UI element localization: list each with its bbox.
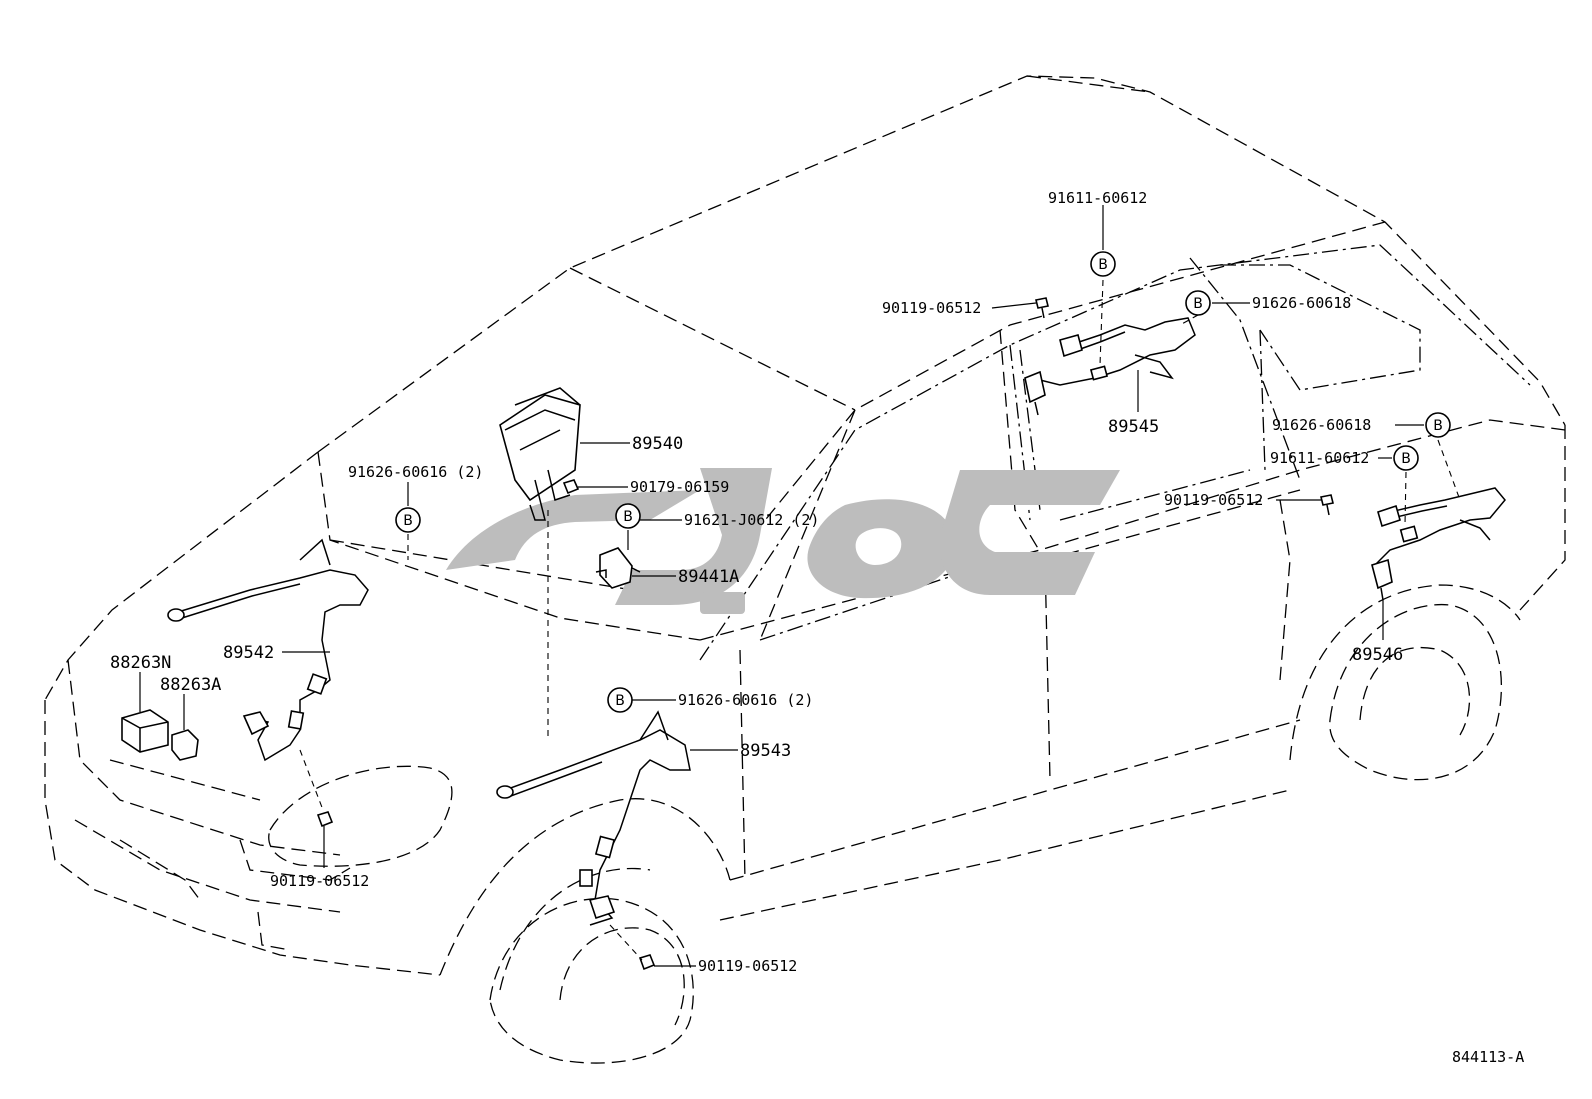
label-91611-60612-right: 91611-60612 — [1270, 449, 1369, 467]
b-marker-right-upper: B — [1425, 412, 1451, 438]
bolt-front-icon — [316, 811, 334, 828]
label-91626-60618-top: 91626-60618 — [1252, 294, 1351, 312]
drawing-number: 844113-A — [1452, 1048, 1524, 1066]
bolts — [316, 297, 1334, 971]
label-89545: 89545 — [1108, 417, 1159, 437]
b-marker-right-lower: B — [1393, 445, 1419, 471]
label-90119-06512-rear-top: 90119-06512 — [882, 299, 981, 317]
label-91611-60612-top: 91611-60612 — [1048, 189, 1147, 207]
bolt-rear-top-icon — [1035, 297, 1049, 309]
svg-text:B: B — [623, 509, 633, 525]
svg-text:B: B — [1401, 451, 1411, 467]
label-89546: 89546 — [1352, 645, 1403, 665]
yaw-sensor-89441a — [595, 547, 641, 589]
harness-89543 — [496, 710, 691, 926]
label-90119-06512-right: 90119-06512 — [1164, 491, 1263, 509]
label-90179-06159: 90179-06159 — [630, 478, 729, 496]
svg-text:B: B — [1098, 257, 1108, 273]
bolt-wheel-icon — [638, 954, 656, 971]
b-markers: B B B B B B B — [395, 251, 1451, 713]
label-89543: 89543 — [740, 741, 791, 761]
label-88263n: 88263N — [110, 653, 171, 673]
label-91626-60616-mid: 91626-60616 (2) — [678, 691, 813, 709]
b-marker-top-left: B — [395, 507, 421, 533]
b-marker-rear-top-right: B — [1185, 290, 1211, 316]
harness-89542 — [167, 538, 369, 762]
label-89540: 89540 — [632, 434, 683, 454]
label-91626-60616-top: 91626-60616 (2) — [348, 463, 483, 481]
svg-text:B: B — [403, 513, 413, 529]
b-marker-mid: B — [607, 687, 633, 713]
label-91621-j0612: 91621-J0612 (2) — [684, 511, 819, 529]
label-90119-06512-front: 90119-06512 — [270, 872, 369, 890]
label-89441a: 89441A — [678, 567, 739, 587]
svg-text:B: B — [615, 693, 625, 709]
leader-lines — [139, 205, 1461, 967]
b-marker-center: B — [615, 503, 641, 529]
svg-text:B: B — [1433, 418, 1443, 434]
bolt-rear-right-icon — [1320, 494, 1334, 506]
harness-89546 — [1371, 487, 1506, 601]
svg-text:B: B — [1193, 296, 1203, 312]
ecu-89540 — [499, 387, 581, 521]
label-89542: 89542 — [223, 643, 274, 663]
bolt-90179-icon — [562, 479, 580, 495]
watermark — [446, 468, 1120, 614]
harness-89545 — [1024, 317, 1196, 416]
label-88263a: 88263A — [160, 675, 221, 695]
part-labels: 89540 90179-06159 91621-J0612 (2) 89441A… — [110, 189, 1524, 1066]
label-91626-60618-right: 91626-60618 — [1272, 416, 1371, 434]
relays-88263 — [121, 709, 199, 761]
label-90119-06512-wheel: 90119-06512 — [698, 957, 797, 975]
car-body-outline — [44, 75, 1566, 1064]
b-marker-rear-top: B — [1090, 251, 1116, 277]
